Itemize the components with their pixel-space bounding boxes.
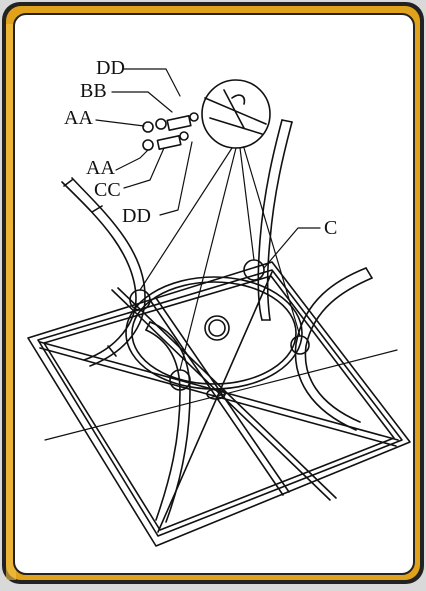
label-dd-top: DD (96, 57, 125, 79)
label-bb: BB (80, 80, 107, 102)
label-leaders (95, 68, 321, 269)
square-frame (27, 261, 411, 547)
magnifier-leaders (139, 147, 301, 371)
leg-back (257, 119, 293, 321)
leg-front (145, 321, 191, 523)
label-c: C (324, 217, 337, 239)
leg-left (61, 177, 146, 367)
gold-border-highlight (6, 24, 16, 580)
leg-right (294, 267, 373, 431)
label-aa-bottom: AA (86, 157, 115, 179)
label-dd-bottom: DD (122, 205, 151, 227)
label-aa-top: AA (64, 107, 93, 129)
drawing-panel (13, 13, 415, 575)
center-hub (204, 315, 230, 400)
label-cc: CC (94, 179, 121, 201)
